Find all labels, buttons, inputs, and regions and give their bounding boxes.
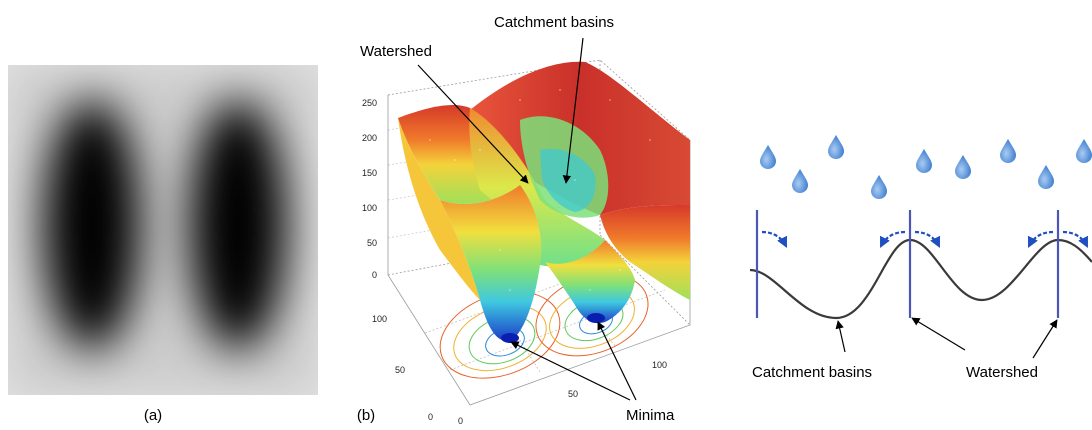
minima-arrow-left [510,341,631,401]
z-tick: 0 [372,270,377,280]
x-tick: 50 [568,389,578,399]
water-drop-icon [1038,165,1054,189]
water-drop-icon [955,155,971,179]
surface-3d [398,61,690,343]
z-tick: 150 [362,168,377,178]
catchment-label-c: Catchment basins [752,364,872,381]
minimum-point-left [501,333,519,343]
minima-label: Minima [626,407,675,424]
flow-arrow [761,230,787,248]
flow-arrow [914,230,940,248]
z-tick: 200 [362,133,377,143]
caption-b: (b) [357,407,375,424]
blurred-intensity-image [8,65,318,395]
flow-arrow [1062,230,1088,248]
flow-arrows [761,230,1088,248]
caption-a: (a) [144,407,162,424]
water-drop-icon [871,175,887,199]
x-tick: 0 [458,416,463,426]
y-tick: 0 [428,412,433,422]
water-drop-icon [760,145,776,169]
annotation-arrows-b [417,37,637,401]
watershed-arrow-c-right [1032,319,1058,359]
right-slope [600,205,690,300]
right-deep-basin [545,240,635,324]
terrain-curve [749,238,1092,320]
minima-arrow-right [597,321,637,401]
z-tick: 250 [362,98,377,108]
y-tick: 50 [395,365,405,375]
catchment-arrow-c [835,320,846,353]
watershed-lines [755,210,1060,318]
watershed-label-b: Watershed [360,43,432,60]
water-drop-icon [828,135,844,159]
z-axis-ticks: 250 200 150 100 50 0 [362,98,377,280]
y-axis-ticks: 100 50 0 [372,314,433,422]
water-drop-icon [1000,139,1016,163]
water-drop-icon [792,169,808,193]
z-tick: 100 [362,203,377,213]
panel-a: (a) [8,65,318,424]
dark-blob-left [44,100,140,350]
panel-c: Catchment basins Watershed [749,135,1092,381]
front-slope [398,118,480,300]
watershed-arrow [417,64,529,184]
catchment-arrow [562,37,584,184]
y-tick: 100 [372,314,387,324]
water-drop-icon [916,149,932,173]
x-tick: 100 [652,360,667,370]
watershed-label-c: Watershed [966,364,1038,381]
left-deep-basin [440,185,542,341]
panel-b: 250 200 150 100 50 0 100 50 0 0 50 100 W… [357,14,691,426]
x-axis-ticks: 0 50 100 [458,360,667,426]
water-drop-icon [1076,139,1092,163]
flow-arrow [880,230,906,248]
annotation-arrows-c [835,317,1058,359]
watershed-arrow-c-left [911,317,966,351]
catchment-label-b: Catchment basins [494,14,614,31]
dark-blob-right [190,100,286,350]
minimum-point-right [587,313,605,323]
water-drops [760,135,1092,199]
flow-arrow [1028,230,1054,248]
z-tick: 50 [367,238,377,248]
